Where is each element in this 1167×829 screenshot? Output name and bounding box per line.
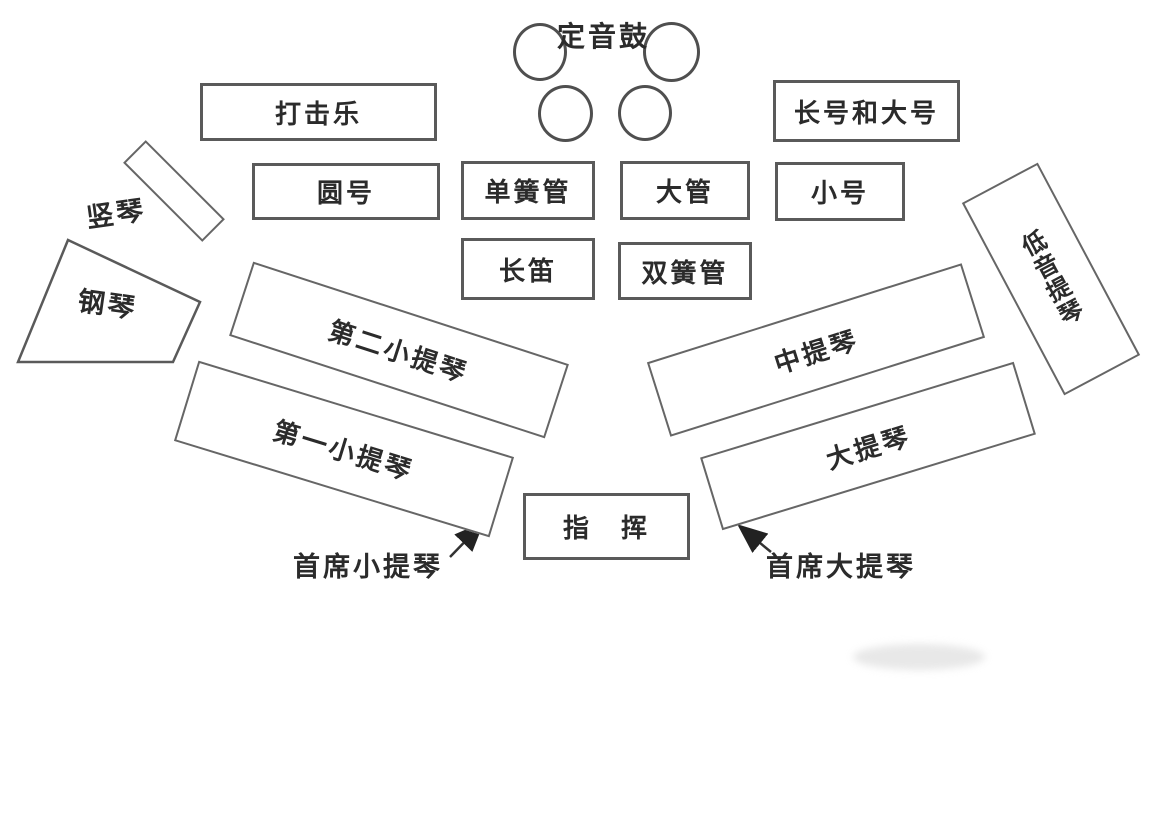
piano-label: 钢琴	[75, 285, 140, 325]
section-box-oboe: 双簧管	[618, 242, 752, 300]
concertmaster-annotation: 首席小提琴	[293, 552, 443, 583]
section-box-flute: 长笛	[461, 238, 595, 300]
flute-label: 长笛	[498, 256, 557, 287]
timpani-drum-circle	[643, 22, 700, 82]
trumpet-label: 小号	[810, 179, 869, 209]
principal-cello-annotation: 首席大提琴	[766, 552, 916, 583]
section-box-trumpet: 小号	[775, 162, 905, 221]
section-box-clarinet: 单簧管	[461, 161, 595, 220]
section-box-conductor: 指 挥	[523, 493, 690, 560]
timpani-label: 定音鼓	[557, 20, 651, 53]
oboe-label: 双簧管	[641, 258, 729, 289]
piano-outline	[16, 238, 202, 364]
conductor-label: 指 挥	[562, 514, 650, 544]
section-box-french-horn: 圆号	[252, 163, 440, 220]
first-violin-label: 第一小提琴	[269, 415, 417, 487]
harp-label: 竖琴	[84, 194, 149, 234]
clarinet-label: 单簧管	[484, 178, 572, 208]
cello-label: 大提琴	[822, 421, 915, 476]
double-bass-label: 低音提琴	[1013, 226, 1088, 332]
scan-artifact-smudge	[853, 644, 985, 670]
section-box-trombone-tuba: 长号和大号	[773, 80, 960, 142]
bassoon-label: 大管	[655, 178, 714, 208]
timpani-drum-circle	[513, 23, 567, 81]
section-box-bassoon: 大管	[620, 161, 750, 220]
timpani-drum-circle	[618, 85, 672, 141]
french-horn-label: 圆号	[316, 179, 375, 209]
principal-cello-arrow	[737, 524, 772, 553]
section-box-percussion: 打击乐	[200, 83, 437, 141]
percussion-label: 打击乐	[274, 99, 362, 130]
trombone-tuba-label: 长号和大号	[793, 98, 939, 129]
timpani-drum-circle	[538, 85, 593, 142]
viola-label: 中提琴	[770, 324, 863, 380]
